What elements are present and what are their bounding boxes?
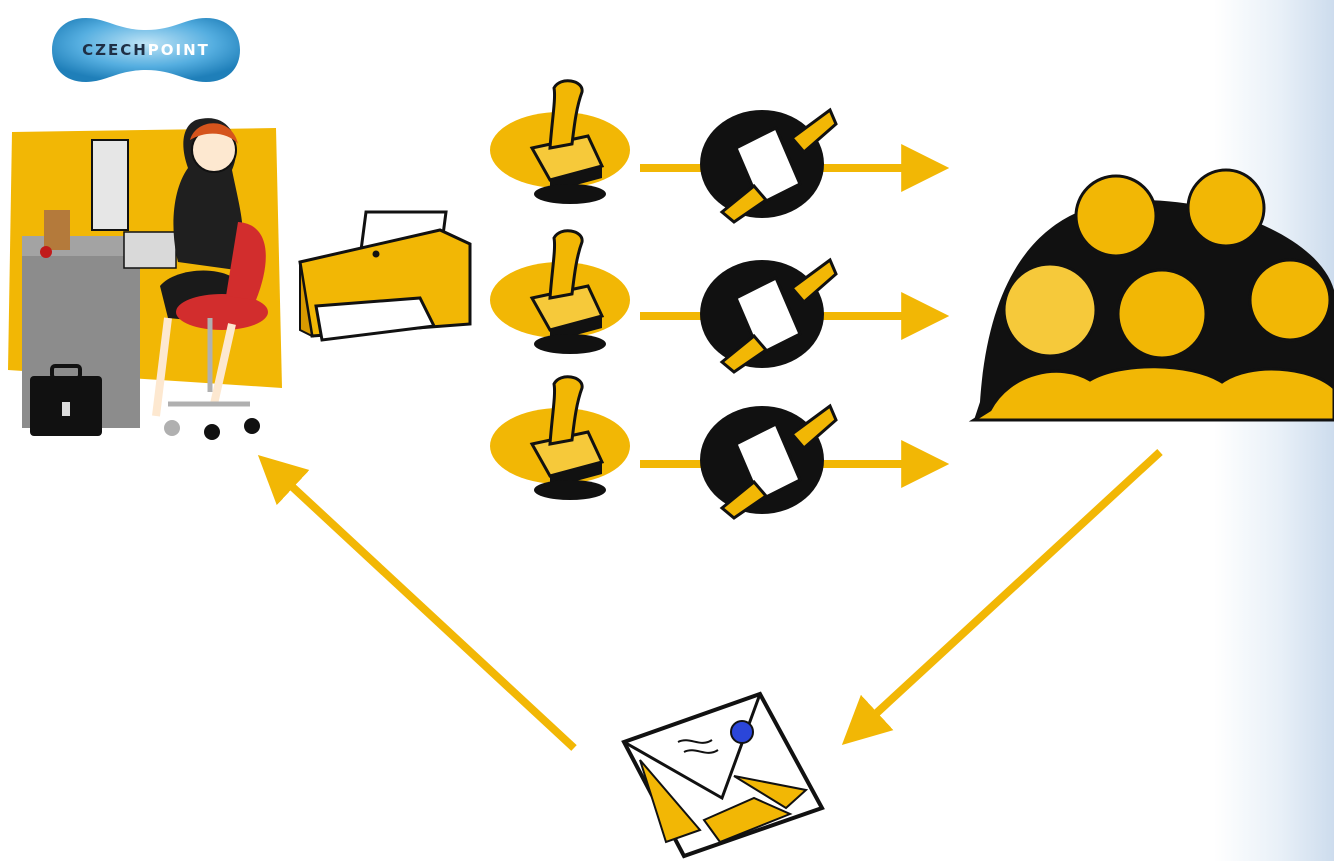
group-of-people-icon [968, 168, 1334, 422]
handover-icon-3 [698, 404, 838, 520]
return-arrows [257, 449, 1163, 751]
handover-icon-2 [698, 258, 838, 374]
sealed-envelope-icon [621, 691, 825, 859]
handover-icon-1 [698, 108, 838, 224]
office-worker-icon [8, 118, 282, 440]
briefcase-icon [30, 364, 102, 436]
printer-icon [298, 210, 472, 342]
logo-text-part1: CZECH [82, 41, 148, 59]
stamp-icon-2 [488, 229, 632, 356]
background-edge-gradient [1214, 0, 1334, 861]
logo-shape [52, 18, 240, 82]
stamp-icon-1 [488, 79, 632, 206]
logo-text-part2: POINT [147, 41, 210, 59]
stamp-icon-3 [488, 375, 632, 502]
